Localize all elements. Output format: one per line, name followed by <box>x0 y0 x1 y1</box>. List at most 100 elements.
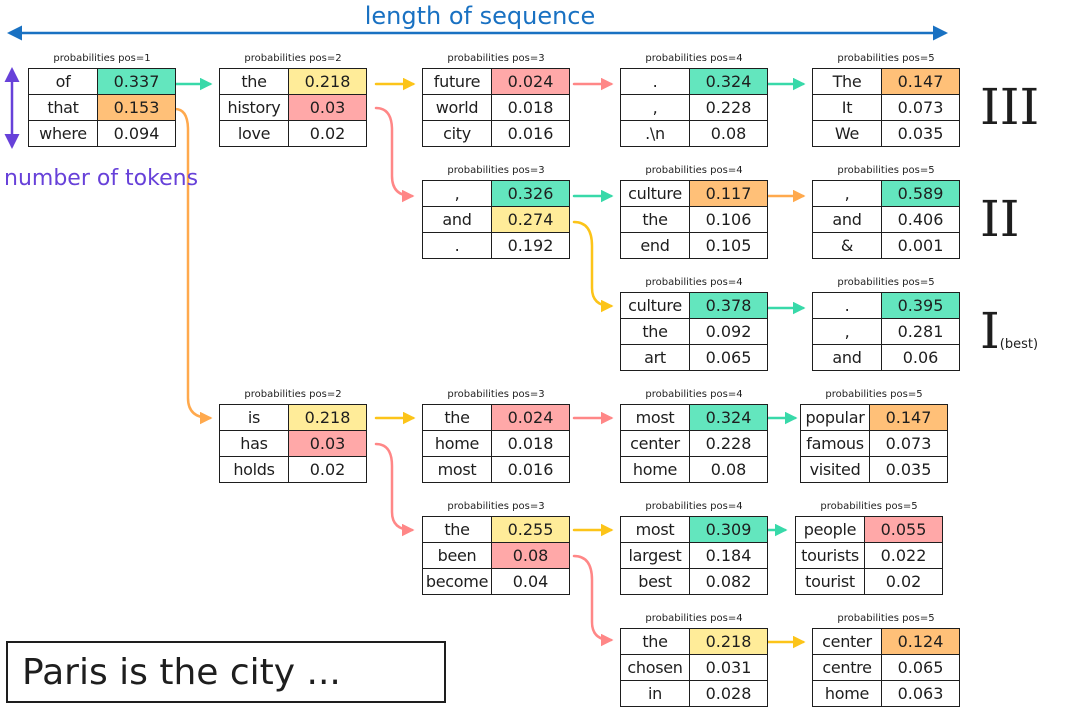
token-cell: most <box>621 517 690 543</box>
probability-cell: 0.035 <box>870 457 948 483</box>
token-cell: .\n <box>621 121 690 147</box>
table-caption: probabilities pos=5 <box>837 613 935 624</box>
token-cell: that <box>29 95 98 121</box>
token-cell: most <box>423 457 492 483</box>
table-caption: probabilities pos=4 <box>645 389 743 400</box>
probability-cell: 0.073 <box>870 431 948 457</box>
token-cell: end <box>621 233 690 259</box>
table-caption: probabilities pos=2 <box>244 53 342 64</box>
probability-cell: 0.022 <box>865 543 943 569</box>
probability-cell: 0.153 <box>98 95 176 121</box>
probability-cell: 0.326 <box>492 181 570 207</box>
arrow-t2a-t3b <box>374 106 415 203</box>
probability-cell: 0.08 <box>690 457 768 483</box>
length-of-sequence-label: length of sequence <box>364 2 596 30</box>
token-cell: where <box>29 121 98 147</box>
token-cell: . <box>423 233 492 259</box>
arrow-t2b-t3d <box>374 442 415 537</box>
probability-cell: 0.324 <box>690 405 768 431</box>
token-cell: tourists <box>796 543 865 569</box>
probability-cell: 0.082 <box>690 569 768 595</box>
token-cell: & <box>813 233 882 259</box>
probability-cell: 0.055 <box>865 517 943 543</box>
token-cell: tourist <box>796 569 865 595</box>
table-caption: probabilities pos=3 <box>447 501 545 512</box>
probability-cell: 0.001 <box>882 233 960 259</box>
rank-1-label: I(best) <box>980 306 1038 356</box>
probability-cell: 0.255 <box>492 517 570 543</box>
token-cell: the <box>621 319 690 345</box>
table-row: ,0.228 <box>621 95 768 121</box>
table-row: ,0.589 <box>813 181 960 207</box>
probability-cell: 0.03 <box>289 431 367 457</box>
probability-cell: 0.147 <box>870 405 948 431</box>
probability-cell: 0.274 <box>492 207 570 233</box>
token-cell: is <box>220 405 289 431</box>
probability-cell: 0.218 <box>690 629 768 655</box>
rank-2-label: II <box>980 190 1020 248</box>
probability-cell: 0.105 <box>690 233 768 259</box>
table-caption: probabilities pos=5 <box>837 53 935 64</box>
token-cell: The <box>813 69 882 95</box>
token-cell: We <box>813 121 882 147</box>
probability-cell: 0.106 <box>690 207 768 233</box>
probability-cell: 0.309 <box>690 517 768 543</box>
rank-1-numeral: I <box>980 302 1000 360</box>
token-cell: most <box>621 405 690 431</box>
probability-cell: 0.124 <box>882 629 960 655</box>
probability-cell: 0.018 <box>492 431 570 457</box>
probability-cell: 0.147 <box>882 69 960 95</box>
token-cell: It <box>813 95 882 121</box>
probability-cell: 0.337 <box>98 69 176 95</box>
token-cell: holds <box>220 457 289 483</box>
table-caption: probabilities pos=2 <box>244 389 342 400</box>
probability-cell: 0.06 <box>882 345 960 371</box>
table-caption: probabilities pos=5 <box>820 501 918 512</box>
token-cell: the <box>220 69 289 95</box>
probability-cell: 0.018 <box>492 95 570 121</box>
token-cell: chosen <box>621 655 690 681</box>
probability-cell: 0.073 <box>882 95 960 121</box>
table-caption: probabilities pos=3 <box>447 389 545 400</box>
token-cell: and <box>813 345 882 371</box>
rank-3-label: III <box>980 78 1040 136</box>
token-cell: home <box>813 681 882 707</box>
